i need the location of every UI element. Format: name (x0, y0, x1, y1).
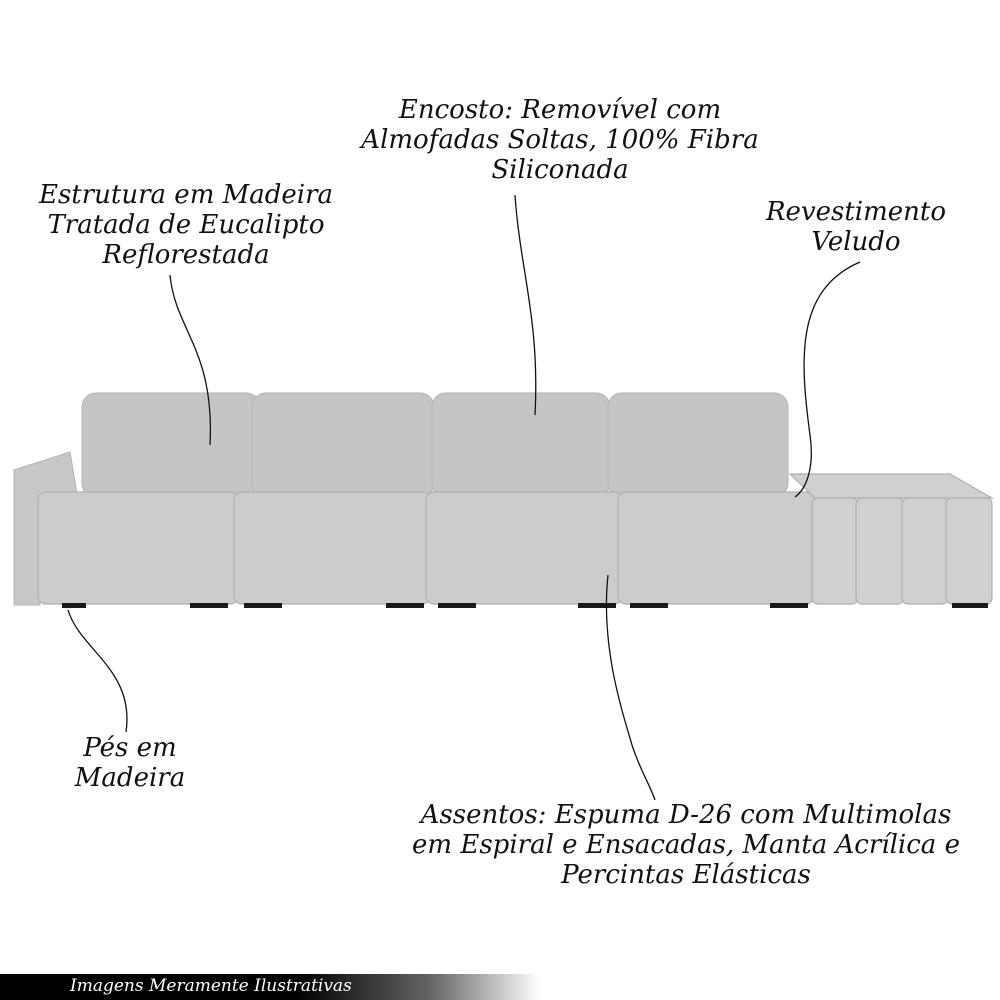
chaise-segment-1 (811, 497, 859, 605)
label-line: Percintas Elásticas (561, 860, 811, 890)
chaise (788, 473, 995, 605)
label-line: em Espiral e Ensacadas, Manta Acrílica e (412, 830, 960, 860)
label-line: Revestimento (765, 197, 947, 227)
label-line: Tratada de Eucalipto (47, 210, 325, 240)
back-cushions (81, 392, 789, 498)
seat-4 (617, 491, 815, 605)
feet (62, 603, 988, 608)
label-assentos: Assentos: Espuma D-26 com Multimolas em … (412, 800, 960, 890)
seat-3 (425, 491, 623, 605)
label-line: Reflorestada (102, 240, 270, 270)
leader-line-assentos (605, 574, 656, 801)
label-revestimento: Revestimento Veludo (766, 197, 946, 257)
foot (62, 603, 86, 608)
foot (386, 603, 424, 608)
foot (770, 603, 808, 608)
label-line: Siliconada (491, 155, 629, 185)
foot (630, 603, 668, 608)
label-line: Madeira (74, 763, 186, 793)
seat-1 (37, 491, 239, 605)
sofa (13, 392, 995, 608)
foot (190, 603, 228, 608)
chaise-segment-3 (901, 497, 949, 605)
chaise-top (788, 473, 995, 499)
leader-line-revestimento (794, 261, 861, 498)
leader-line-estrutura (169, 274, 212, 446)
back-cushion-3 (431, 392, 611, 498)
label-line: Almofadas Soltas, 100% Fibra (361, 125, 759, 155)
label-pes: Pés em Madeira (75, 733, 185, 793)
label-line: Veludo (811, 227, 901, 257)
foot (952, 603, 988, 608)
label-line: Encosto: Removível com (398, 95, 722, 125)
footer-banner: Imagens Meramente Ilustrativas (0, 974, 540, 1000)
leader-lines (67, 194, 861, 801)
label-line: Estrutura em Madeira (38, 180, 334, 210)
label-estrutura: Estrutura em Madeira Tratada de Eucalipt… (39, 180, 333, 270)
leader-line-encosto (514, 194, 537, 416)
back-cushion-1 (81, 392, 261, 498)
footer-text: Imagens Meramente Ilustrativas (70, 976, 352, 996)
back-cushion-2 (251, 392, 435, 498)
chaise-segment-4 (945, 497, 993, 605)
foot (578, 603, 616, 608)
leader-line-pes (67, 609, 128, 733)
back-cushion-4 (607, 392, 789, 498)
seat-cushions (37, 491, 815, 605)
foot (438, 603, 476, 608)
chaise-segment-2 (855, 497, 905, 605)
seat-2 (233, 491, 431, 605)
label-line: Pés em (83, 733, 177, 763)
label-encosto: Encosto: Removível com Almofadas Soltas,… (361, 95, 758, 185)
foot (244, 603, 282, 608)
label-line: Assentos: Espuma D-26 com Multimolas (420, 800, 952, 830)
